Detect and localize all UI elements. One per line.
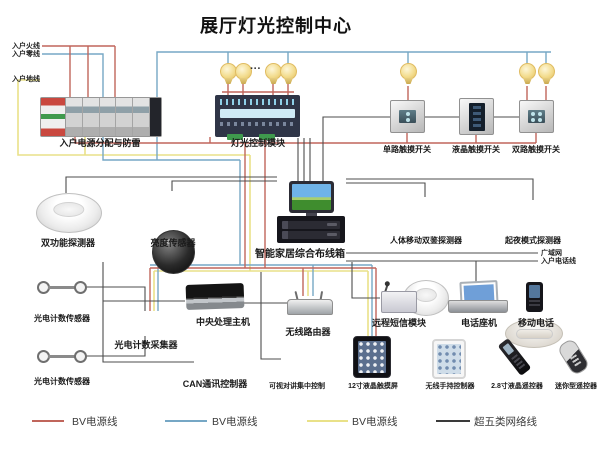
router-body: [287, 299, 333, 315]
lighting-control-module-unit: [215, 95, 300, 140]
legend-yellow-label: BV电源线: [352, 416, 398, 428]
monitor-stand: [306, 213, 317, 216]
phone-base: [448, 300, 508, 313]
lcd-remote-body: [497, 338, 531, 376]
sms-module-label: 远程短信模块: [371, 318, 426, 328]
module-label-strip: [220, 109, 295, 118]
double-switch-label: 双路触摸开关: [512, 145, 560, 154]
tablet-screen: [358, 341, 386, 373]
legend-yellow-line: [307, 420, 348, 422]
handheld-screen: [437, 344, 461, 374]
phone-line-label: 入户电话线: [541, 258, 576, 265]
module-green-terminal: [227, 134, 243, 140]
light-bulb-icon: [220, 63, 237, 85]
double-touch-switch-unit: [519, 100, 554, 133]
breaker-module: [133, 98, 150, 136]
incoming-live-label: 入户火线: [12, 43, 40, 50]
lcd-remote-label: 2.8寸液晶遥控器: [491, 383, 543, 390]
lcd-touch-switch-unit: [459, 98, 494, 135]
touch-panel-12in-unit: [353, 336, 391, 378]
more-bulbs-ellipsis: ···: [250, 63, 261, 75]
photo-sensor-1-label: 光电计数传感器: [34, 314, 90, 323]
module-terminals: [220, 99, 295, 105]
sensor-bar: [48, 286, 76, 289]
legend-red-label: BV电源线: [72, 416, 118, 428]
sms-body: [381, 291, 417, 313]
incoming-neutral-label: 入户零线: [12, 51, 40, 58]
incoming-ground-label: 入户地线: [12, 76, 40, 83]
control-pc-monitor: [289, 181, 334, 213]
router-label: 无线路由器: [285, 327, 331, 337]
rack-slot: [282, 231, 340, 239]
wireless-router-unit: [287, 290, 333, 315]
single-switch-label: 单路触摸开关: [383, 145, 431, 154]
light-bulb-icon: [280, 63, 297, 85]
handheld-label: 无线手持控制器: [425, 383, 475, 390]
legend-blue-line: [165, 420, 207, 422]
legend-network-line: [436, 420, 470, 422]
brightness-sensor-label: 亮度传感器: [150, 238, 196, 248]
desk-phone-label: 电话座机: [460, 318, 497, 328]
switch-touch-panel: [528, 110, 545, 123]
single-touch-switch-unit: [390, 100, 425, 133]
light-bulb-icon: [235, 63, 252, 85]
mini-remote-body: [555, 337, 591, 377]
can-controller-label: CAN通讯控制器: [182, 379, 248, 389]
module-green-terminal: [259, 134, 275, 140]
photo-sensor-2-label: 光电计数传感器: [34, 377, 90, 386]
sms-module-unit: [377, 285, 417, 313]
dual-detector-label: 双功能探测器: [40, 238, 95, 248]
light-bulb-icon: [538, 63, 555, 85]
pir-detector-label: 人体移动双鉴探测器: [390, 236, 462, 245]
legend-network-label: 超五类网络线: [474, 416, 537, 428]
photo-counter-sensor-1: [37, 281, 87, 294]
central-host-unit: [185, 282, 245, 311]
wiring-box-rack: [277, 216, 345, 243]
central-host-label: 中央处理主机: [195, 317, 250, 327]
handheld-controller-unit: [432, 339, 466, 379]
panel-12in-label: 12寸液晶触摸屏: [348, 383, 398, 390]
lcd-switch-screen: [468, 102, 485, 131]
wiring-box-label: 智能家居综合布线箱: [255, 249, 345, 260]
breaker-module: [99, 98, 117, 136]
breaker-module: [116, 98, 134, 136]
photo-counter-sensor-2: [37, 350, 87, 363]
switch-touch-panel: [399, 110, 416, 123]
light-bulb-icon: [519, 63, 536, 85]
breaker-module: [82, 98, 100, 136]
breaker-end-cap: [149, 98, 161, 136]
mobile-phone-unit: [526, 282, 543, 312]
wan-label: 广域网: [541, 250, 562, 257]
dual-function-detector-unit: [36, 193, 102, 233]
intercom-label: 可视对讲集中控制: [269, 383, 325, 390]
mobile-keypad: [529, 300, 540, 308]
mini-remote-label: 迷你型遥控器: [555, 383, 597, 390]
legend-red-line: [32, 420, 64, 422]
surge-protector-module: [41, 98, 66, 136]
lcd-switch-label: 液晶触摸开关: [452, 145, 500, 154]
lcd-remote-unit: [494, 336, 534, 380]
lighting-module-label: 灯光控制模块: [230, 138, 285, 148]
photo-collector-label: 光电计数采集器: [114, 340, 178, 350]
legend-blue-label: BV电源线: [212, 416, 258, 428]
breaker-module: [66, 98, 83, 136]
monitor-screen: [292, 184, 331, 210]
sensor-bar: [48, 355, 76, 358]
night-detector-label: 起夜模式探测器: [505, 236, 561, 245]
desk-phone-unit: [448, 280, 508, 313]
rack-slot: [282, 221, 340, 229]
mobile-phone-label: 移动电话: [517, 318, 554, 328]
diagram-title: 展厅灯光控制中心: [200, 16, 352, 36]
light-bulb-icon: [400, 63, 417, 85]
module-switch-row: [220, 122, 295, 126]
mini-remote-unit: [551, 337, 595, 380]
power-distribution-unit: [40, 97, 162, 137]
light-bulb-icon: [265, 63, 282, 85]
brightness-sensor-unit: [152, 230, 195, 274]
mobile-screen: [529, 285, 540, 298]
night-mode-detector-unit: [505, 319, 563, 348]
power-distribution-label: 入户电源分配与防雷: [59, 138, 141, 148]
